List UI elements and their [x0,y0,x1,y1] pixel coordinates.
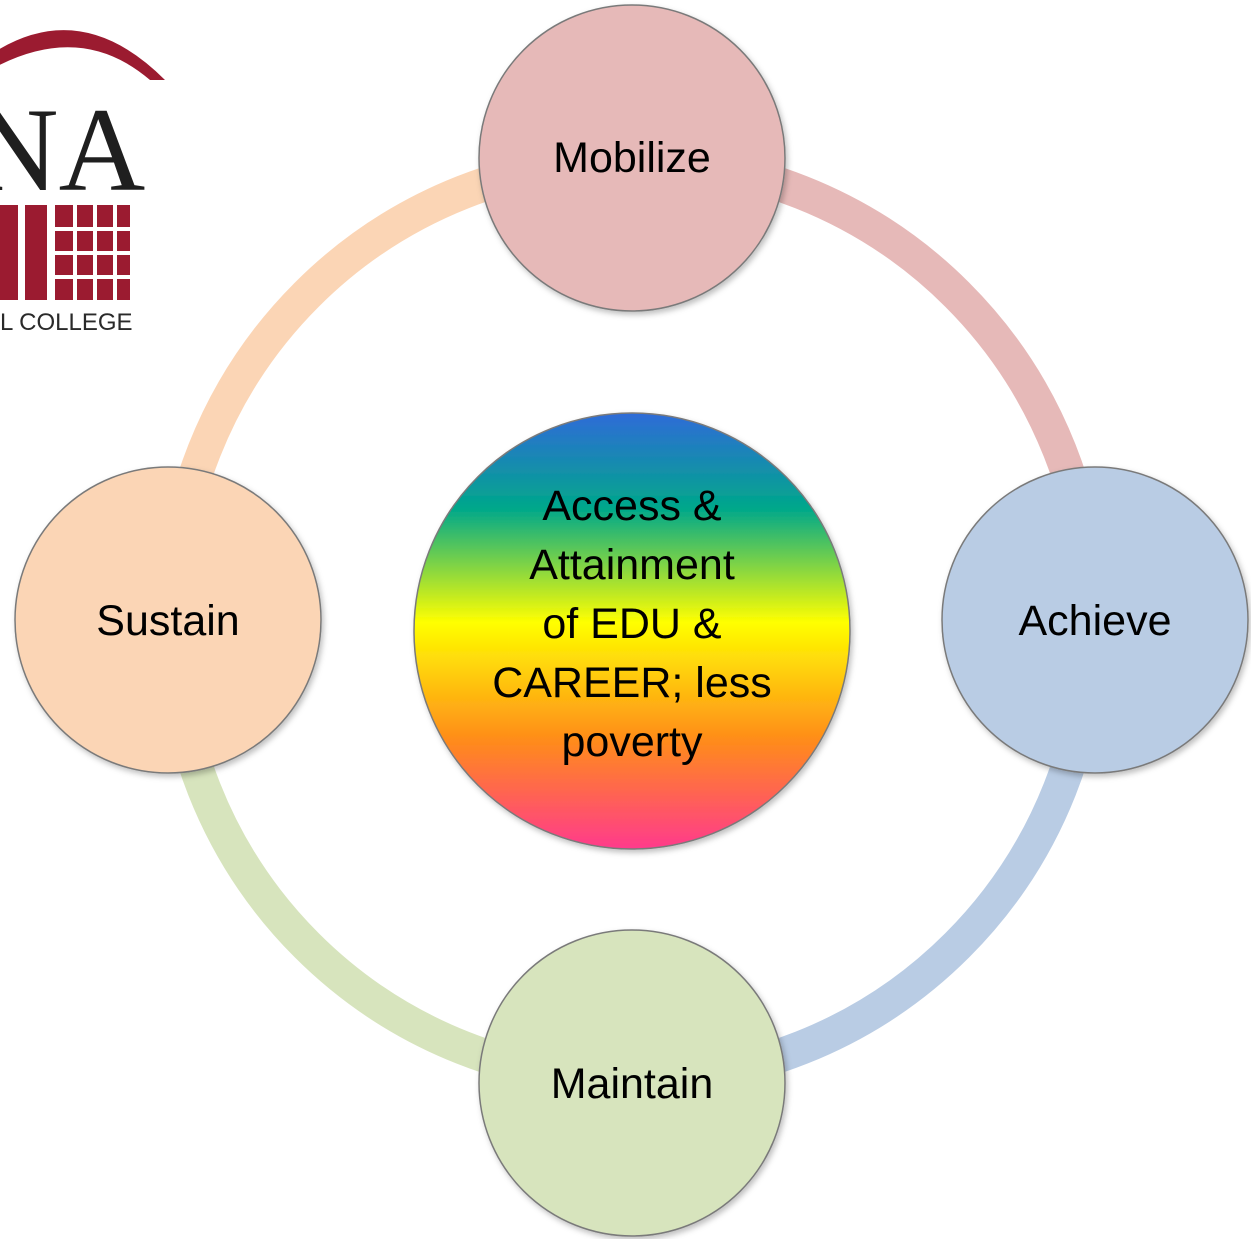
center-goal: Access & Attainment of EDU & CAREER; les… [413,412,851,850]
logo-letters: NA [0,83,145,216]
logo-text: L COLLEGE [0,309,133,336]
node-achieve: Achieve [941,466,1249,774]
center-line-3: of EDU & [542,600,722,648]
center-line-5: poverty [561,718,703,766]
node-sustain: Sustain [14,466,322,774]
node-achieve-label: Achieve [1019,597,1172,645]
center-line-2: Attainment [529,541,735,589]
node-mobilize: Mobilize [478,4,786,312]
node-sustain-label: Sustain [96,597,239,645]
center-circle [413,412,851,850]
center-line-1: Access & [542,482,722,530]
center-line-4: CAREER; less [492,659,772,707]
college-logo: NA L COLLEGE [0,30,165,336]
node-maintain-label: Maintain [551,1060,714,1108]
node-mobilize-label: Mobilize [553,134,711,182]
node-maintain: Maintain [478,929,786,1237]
logo-arch [0,30,165,80]
